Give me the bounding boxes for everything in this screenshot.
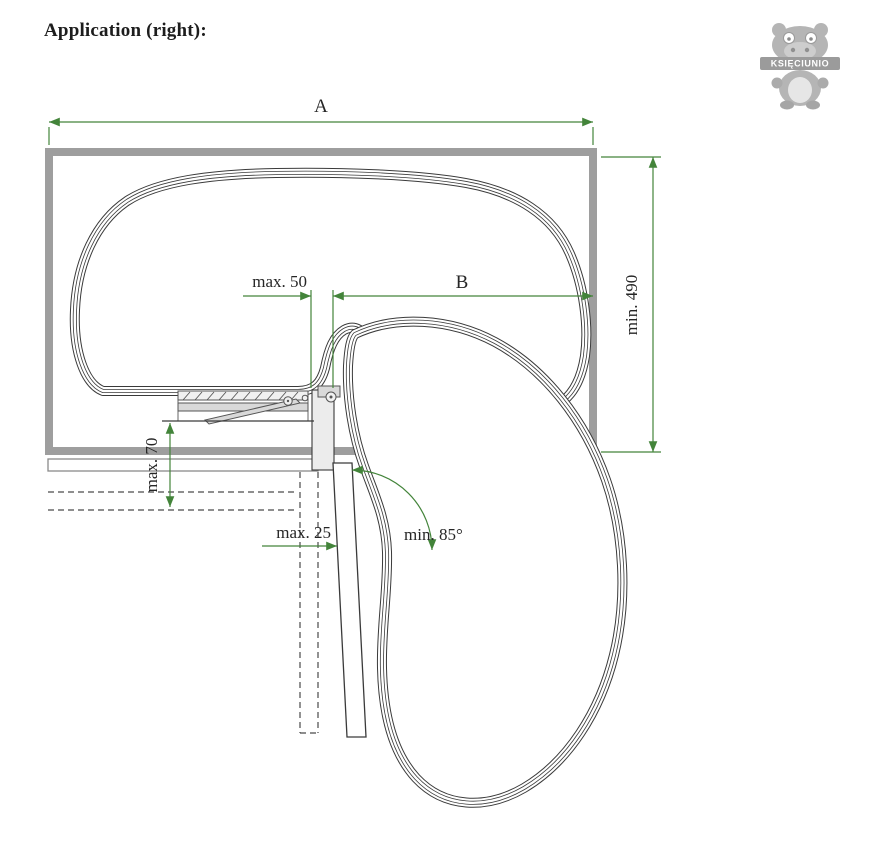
logo-belly: [788, 77, 812, 103]
dim-min490-label: min. 490: [622, 275, 641, 335]
pivot-bolt-left-dot: [286, 399, 290, 403]
door-closed-dashed: [299, 472, 319, 734]
dim-max-50: max. 50: [243, 272, 311, 301]
runner-hatching: [182, 391, 307, 401]
pivot-arm: [204, 398, 301, 425]
dim-max70-label: max. 70: [142, 438, 161, 493]
front-plane-dashed: [48, 491, 298, 511]
dim-min-85: min. 85°: [351, 465, 463, 551]
dim-max-25: max. 25: [262, 523, 337, 551]
dim-max50-label: max. 50: [252, 272, 307, 291]
hinge-mechanism: [162, 385, 341, 425]
logo-nostril-left: [790, 47, 796, 53]
dim-b-label: B: [456, 272, 469, 293]
logo-banner: [760, 57, 840, 70]
dim-min85-arc: [351, 465, 437, 551]
page-title: Application (right):: [44, 20, 207, 41]
dim-max-70: max. 70: [142, 423, 175, 507]
dim-b: B: [310, 272, 593, 388]
logo-mascot: KSIĘCIUNIO: [760, 23, 840, 110]
cabinet-plinth: [47, 458, 319, 472]
logo-muzzle: [784, 42, 816, 60]
logo-foot-right: [806, 100, 820, 110]
dim-min85-label: min. 85°: [404, 525, 463, 544]
logo-arm-right: [817, 77, 829, 89]
shelf-swung: [342, 316, 628, 808]
logo-pupil-right: [809, 37, 813, 41]
logo-text: KSIĘCIUNIO: [771, 59, 830, 69]
dim-a-label: A: [314, 96, 328, 117]
dim-min-490: min. 490: [601, 156, 661, 453]
door-open: [332, 462, 367, 738]
dim-max25-label: max. 25: [276, 523, 331, 542]
logo-arm-left: [771, 77, 783, 89]
pivot-axis-dot: [329, 395, 333, 399]
pivot-bolt-mid: [301, 394, 309, 402]
logo-pupil-left: [787, 37, 791, 41]
logo-foot-left: [780, 100, 794, 110]
logo-nostril-right: [804, 47, 810, 53]
dim-a: A: [48, 96, 594, 145]
